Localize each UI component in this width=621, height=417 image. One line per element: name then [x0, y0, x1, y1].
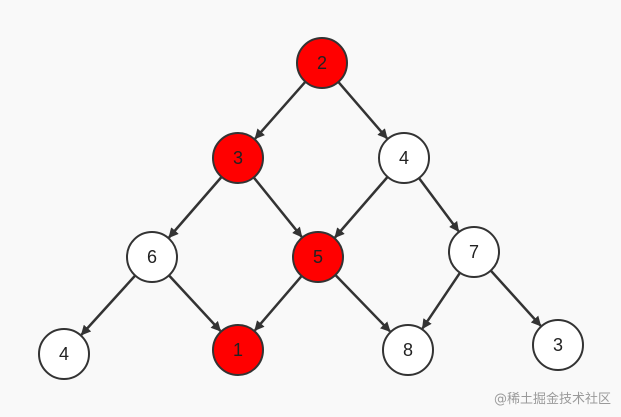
node-label: 5: [313, 247, 323, 267]
highlighted-node-circle: [212, 132, 264, 184]
node-label: 3: [553, 335, 563, 355]
node-circle: [382, 324, 434, 376]
edge-n2-to-n4: [337, 81, 388, 140]
edge-n7-to-n3b: [489, 269, 542, 327]
edge-n6-to-n1: [168, 274, 222, 332]
graph-node-n1: 1: [212, 324, 264, 376]
edge-n6-to-n4b: [80, 274, 137, 336]
edge-n3-to-n5: [252, 176, 303, 238]
edge-n7-to-n8: [421, 272, 462, 330]
node-circle: [532, 319, 584, 371]
graph-node-n4: 4: [378, 132, 430, 184]
edge-n2-to-n3: [254, 80, 307, 140]
edge-n3-to-n6: [168, 176, 223, 239]
node-circle: [126, 231, 178, 283]
watermark-text: @稀土掘金技术社区: [493, 392, 611, 407]
edge-n4-to-n7: [417, 177, 460, 232]
node-label: 4: [59, 344, 69, 364]
edge-n5-to-n8: [334, 274, 391, 333]
node-circle: [378, 132, 430, 184]
node-circle: [448, 226, 500, 278]
node-label: 3: [233, 148, 243, 168]
graph-node-n3: 3: [212, 132, 264, 184]
graph-node-n7: 7: [448, 226, 500, 278]
highlighted-node-circle: [292, 231, 344, 283]
edge-n5-to-n1: [254, 275, 303, 332]
node-circle: [38, 328, 90, 380]
edges-layer: [80, 80, 542, 336]
node-label: 6: [147, 247, 157, 267]
edge-n4-to-n5: [334, 176, 389, 239]
nodes-layer: 2 3 4 6 5 7 4 1 8 3: [38, 37, 584, 380]
graph-node-n3b: 3: [532, 319, 584, 371]
highlighted-node-circle: [212, 324, 264, 376]
graph-node-n6: 6: [126, 231, 178, 283]
graph-node-n4b: 4: [38, 328, 90, 380]
graph-node-n8: 8: [382, 324, 434, 376]
graph-node-n2: 2: [296, 37, 348, 89]
graph-node-n5: 5: [292, 231, 344, 283]
node-label: 7: [469, 242, 479, 262]
highlighted-node-circle: [296, 37, 348, 89]
node-label: 1: [233, 340, 243, 360]
node-label: 4: [399, 148, 409, 168]
node-label: 8: [403, 340, 413, 360]
node-label: 2: [317, 53, 327, 73]
